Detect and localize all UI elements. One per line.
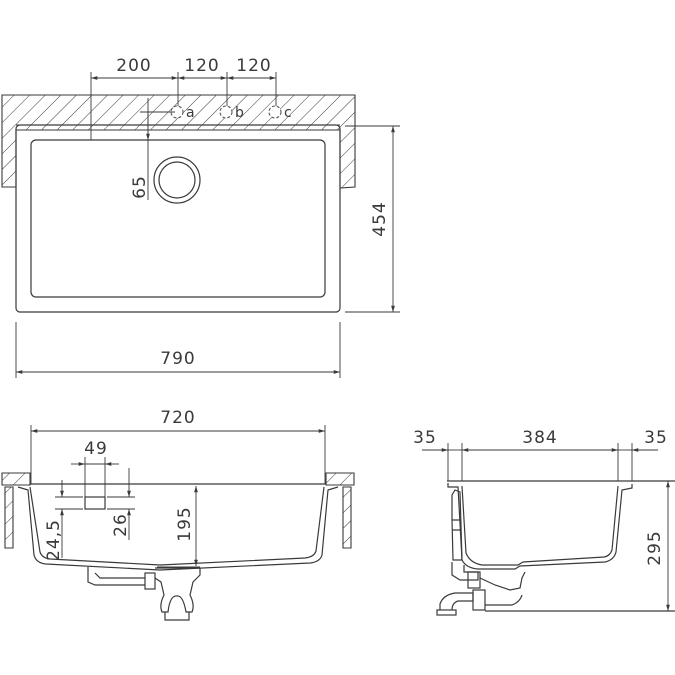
dim-rim-left: 35 [413, 428, 437, 448]
tap-hole-c-label: c [284, 105, 292, 121]
top-view: a b c 200 120 120 65 454 790 [1, 56, 400, 378]
dim-overflow-width: 49 [84, 439, 108, 459]
dim-tap-spacing-ab: 120 [184, 56, 219, 76]
drain-inner-icon [158, 161, 196, 199]
dim-rim-right: 35 [644, 428, 668, 448]
tap-hole-b-label: b [235, 105, 244, 121]
dim-depth: 454 [370, 201, 390, 236]
dim-bowl-width: 720 [160, 408, 195, 428]
dim-total-height: 295 [645, 530, 665, 565]
side-waste-trap [451, 562, 479, 581]
dim-width: 790 [160, 349, 195, 369]
cabinet-wall-right [342, 486, 352, 549]
dim-tap-spacing-bc: 120 [236, 56, 271, 76]
front-section-view: 720 49 26 24,5 195 [1, 408, 355, 621]
tap-hole-c-icon [268, 105, 282, 119]
sink-outer-rim [15, 124, 341, 313]
dim-bowl-length: 384 [522, 428, 557, 448]
overflow-slot [84, 496, 106, 510]
dim-overflow-offset: 24,5 [44, 519, 64, 561]
waste-pipe [87, 567, 145, 586]
countertop-left [1, 472, 31, 486]
dim-bowl-depth: 195 [175, 506, 195, 541]
tap-hole-a-icon [170, 105, 184, 119]
bowl-outer [17, 486, 339, 571]
side-overflow-pipe [451, 489, 463, 561]
tap-hole-b-icon [219, 105, 233, 119]
drain-outer-icon [153, 156, 201, 204]
tap-hole-a-label: a [186, 105, 195, 121]
dim-overflow-height: 26 [111, 513, 131, 537]
cabinet-wall-left [4, 486, 14, 549]
side-bowl-inner [461, 485, 619, 566]
dim-tap-offset-left: 200 [116, 56, 151, 76]
sink-inner-bowl [30, 139, 326, 298]
countertop-right [325, 472, 355, 486]
side-section-view: 35 384 35 295 [413, 428, 675, 616]
dim-drain-offset: 65 [130, 175, 150, 199]
side-bowl-outer [447, 483, 633, 570]
bowl-inner [29, 486, 325, 566]
